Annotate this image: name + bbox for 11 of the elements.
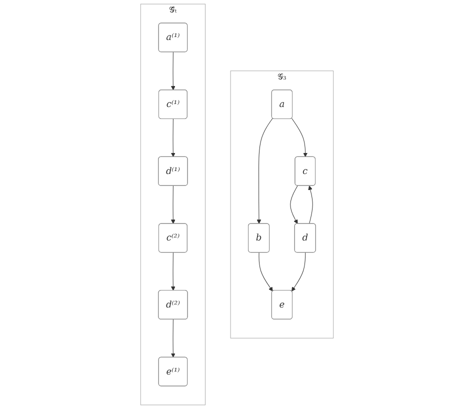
arrow — [170, 118, 176, 158]
arrow — [258, 252, 273, 292]
arrow — [308, 186, 313, 224]
arrow — [170, 186, 176, 224]
arrow — [170, 252, 176, 291]
arrow — [170, 52, 176, 90]
arrow — [292, 252, 306, 292]
arrow — [290, 186, 298, 224]
arrow — [256, 118, 273, 224]
arrow — [291, 118, 308, 158]
arrow — [170, 319, 176, 358]
